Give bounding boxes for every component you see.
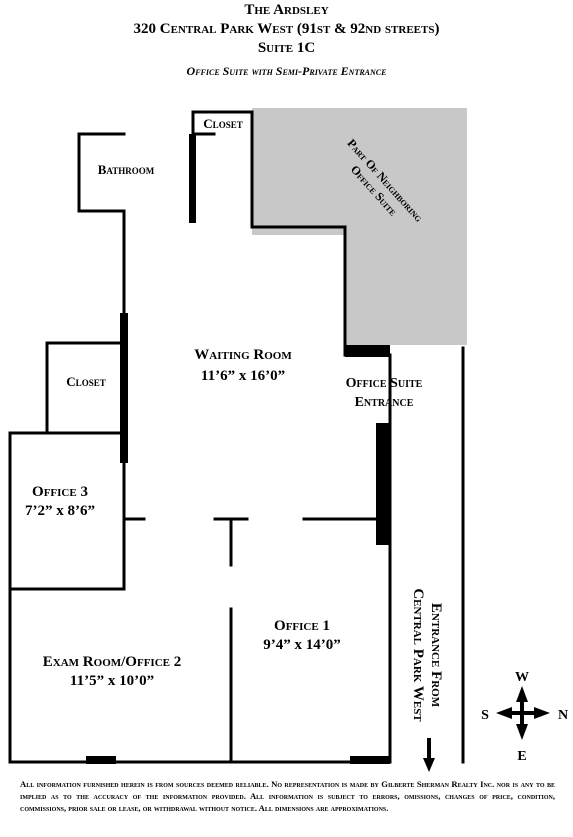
building-name: The Ardsley: [244, 2, 329, 18]
compass-west: W: [515, 670, 529, 685]
compass-east: E: [517, 749, 526, 764]
label-entrance-line2: Entrance: [355, 395, 414, 410]
label-waiting-room-dim: 11’6” x 16’0”: [201, 368, 285, 384]
building-address: 320 Central Park West (91st & 92nd stree…: [133, 21, 440, 37]
wall-office3: [8, 431, 49, 588]
label-office3: Office 3: [32, 484, 88, 500]
wall-bottom-thick-1: [86, 756, 116, 764]
compass-north: N: [558, 708, 568, 723]
label-entrance-line1: Office Suite: [346, 376, 423, 391]
compass: W E S N: [481, 670, 568, 764]
compass-south: S: [481, 708, 489, 723]
neighbor-suite-area: [252, 108, 467, 345]
label-corridor-line1: Entrance From: [428, 603, 444, 708]
solid-walls: [86, 134, 390, 764]
wall-entrance-thick: [345, 345, 390, 357]
wall-bottom-thick-2: [350, 756, 390, 764]
label-exam-room-dim: 11’5” x 10’0”: [70, 673, 154, 689]
wall-bathroom-thick: [189, 134, 196, 223]
label-corridor-line2: Central Park West: [410, 588, 426, 722]
wall-closet-top: [191, 110, 254, 229]
label-bathroom: Bathroom: [98, 162, 155, 177]
suite-number: Suite 1C: [257, 40, 316, 56]
compass-arrows-icon: [496, 686, 550, 740]
label-office3-dim: 7’2” x 8’6”: [25, 503, 95, 519]
disclaimer: All information furnished herein is from…: [20, 779, 555, 813]
label-office1: Office 1: [274, 618, 330, 634]
wall-closet-left-thick: [120, 313, 128, 463]
label-closet-left: Closet: [66, 374, 105, 389]
wall-bathroom: [77, 132, 126, 229]
label-corridor: Entrance From Central Park West: [410, 588, 444, 722]
plan-subtitle: Office Suite with Semi-Private Entrance: [186, 64, 387, 78]
wall-exam-room: [8, 587, 390, 764]
label-exam-room: Exam Room/Office 2: [43, 654, 181, 670]
wall-right-thick: [376, 423, 390, 545]
label-closet-top: Closet: [203, 116, 242, 131]
label-waiting-room: Waiting Room: [194, 347, 292, 363]
entrance-arrow: [423, 738, 435, 772]
wall-closet-left: [45, 341, 126, 435]
label-office1-dim: 9’4” x 14’0”: [263, 637, 341, 653]
